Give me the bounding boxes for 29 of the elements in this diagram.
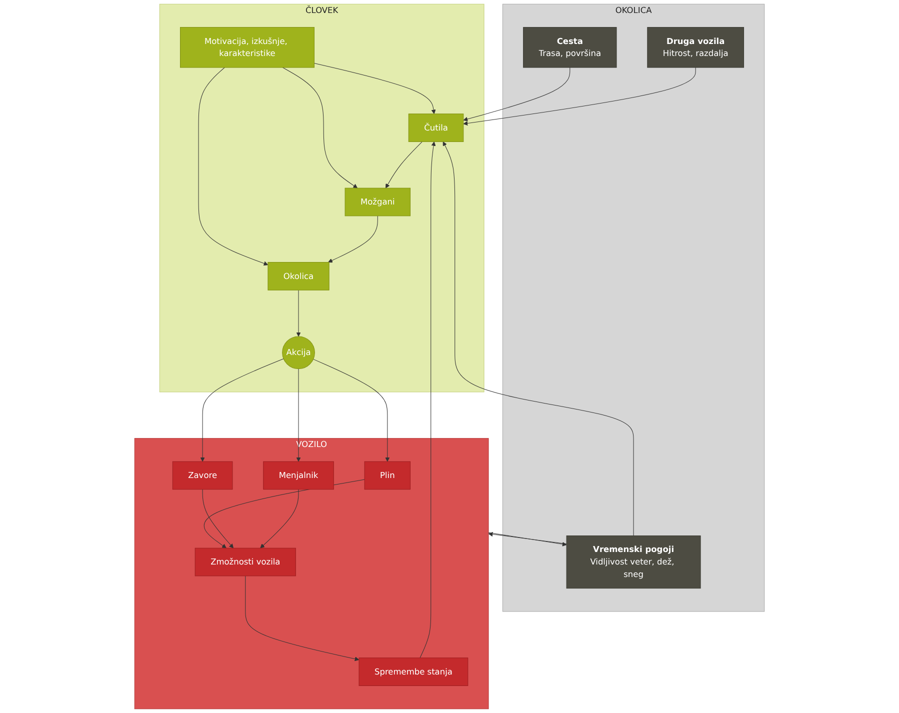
arrow xyxy=(198,67,268,266)
arrow xyxy=(282,67,358,188)
arrow xyxy=(314,62,436,114)
arrow xyxy=(200,358,284,462)
arrow xyxy=(313,358,390,462)
node-box: Spremembe stanja xyxy=(358,658,468,686)
arrow xyxy=(328,216,378,263)
arrow xyxy=(202,489,234,548)
arrow xyxy=(260,489,299,548)
node-box: Motivacija, izkušnje, karakteristike xyxy=(180,27,314,68)
arrow xyxy=(245,576,360,662)
node-box: Menjalnik xyxy=(263,461,334,490)
node-box: Možgani xyxy=(344,188,411,216)
node-box: Čutila xyxy=(408,114,464,142)
node-box: Zmožnosti vozila xyxy=(194,548,296,576)
node-box: Vremenski pogoji Vidljivost veter, dež, sneg xyxy=(566,535,701,589)
node-box: Okolica xyxy=(268,262,330,290)
node-box: Cesta Trasa, površina xyxy=(523,27,617,68)
arrow xyxy=(386,141,422,188)
node-box: Plin xyxy=(364,461,411,490)
arrow xyxy=(463,67,696,126)
arrow xyxy=(463,67,570,122)
node-circle: Akcija xyxy=(282,336,315,370)
arrow xyxy=(442,142,634,536)
arrow xyxy=(296,290,301,337)
arrow xyxy=(420,142,436,658)
arrow xyxy=(296,368,301,462)
node-box: Druga vozila Hitrost, razdalja xyxy=(647,27,744,68)
node-box: Zavore xyxy=(172,461,233,490)
